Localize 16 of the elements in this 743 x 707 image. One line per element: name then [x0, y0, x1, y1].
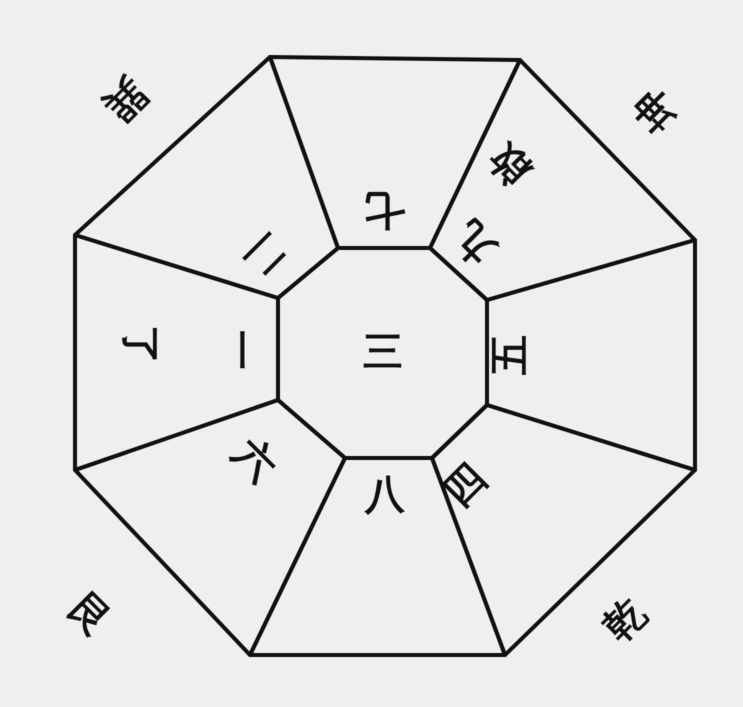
segment-character: 五 [488, 334, 532, 377]
trigram-name: 艮 [58, 584, 122, 646]
segment-character: 三 [362, 330, 404, 374]
segment-character: 四 [434, 454, 496, 516]
segment-character: 一 [218, 329, 262, 372]
segment [75, 57, 338, 298]
segment-character: 九 [444, 212, 506, 274]
segment-character: 六 [224, 428, 286, 492]
segment-character: 八 [363, 473, 406, 517]
trigram-name: 乾 [594, 588, 656, 652]
segment-character: 七 [364, 188, 406, 232]
segment-character: 二 [234, 224, 296, 286]
segment-character: 啟 [478, 134, 542, 196]
segment-character: 了 [118, 324, 162, 367]
trigram-name: 坤 [624, 78, 686, 142]
trigram-name: 巽 [94, 68, 156, 132]
